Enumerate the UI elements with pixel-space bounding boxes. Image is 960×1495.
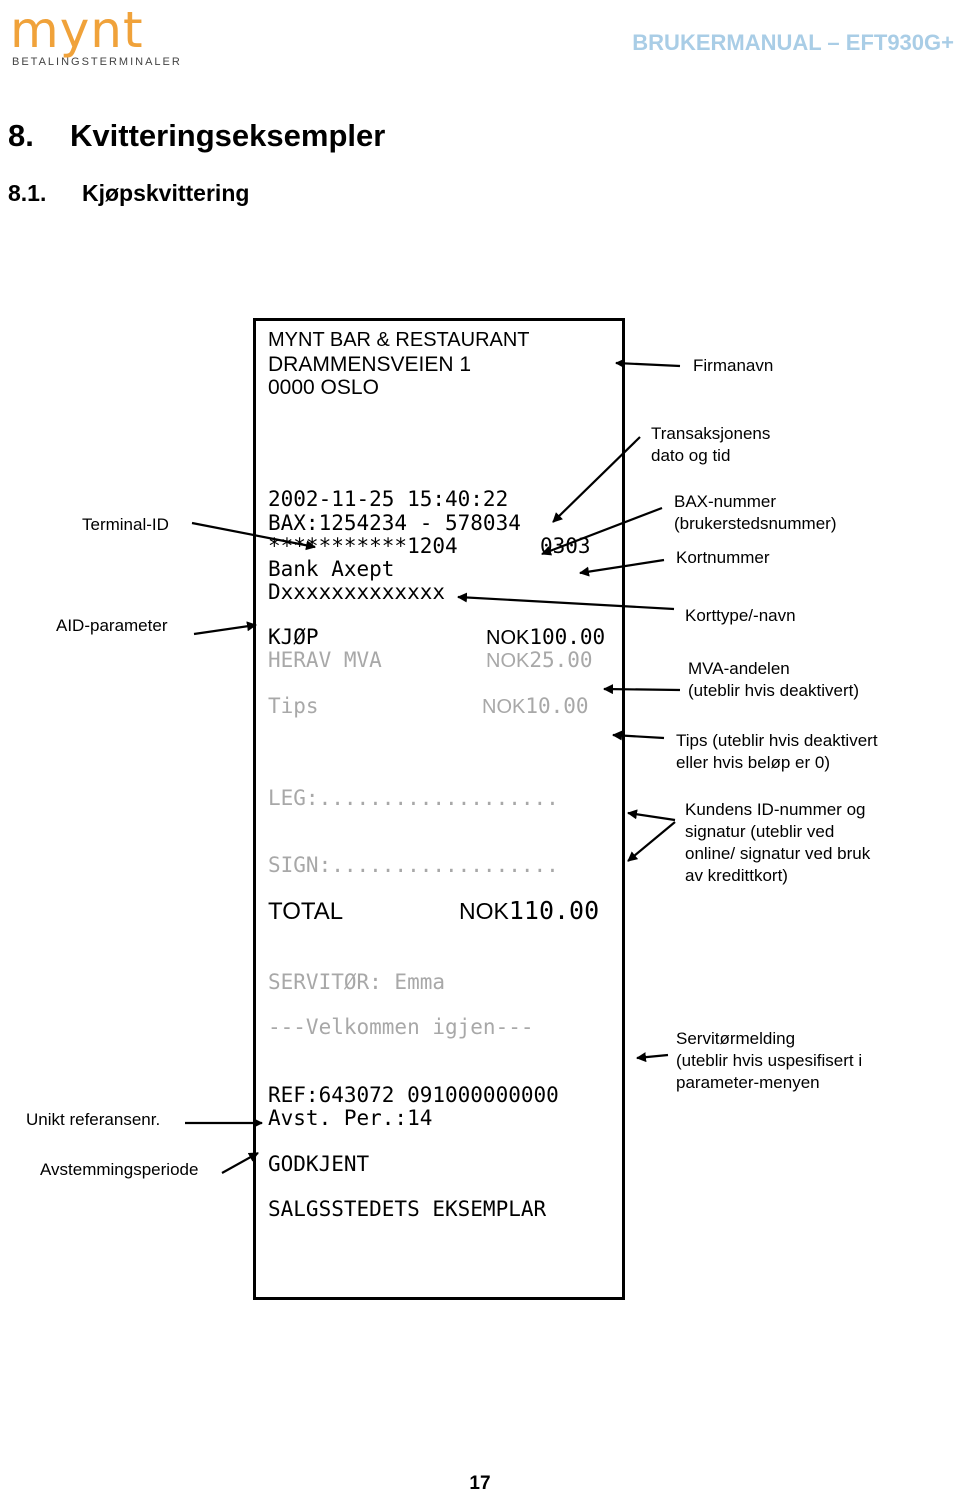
label-waiter-line-2: (uteblir hvis uspesifisert i [676, 1051, 863, 1070]
section-number: 8. [8, 118, 34, 153]
receipt-datetime: 2002-11-25 15:40:22 [268, 487, 509, 511]
arrow-company-name [615, 358, 681, 369]
tips-amount: 10.00 [525, 694, 589, 718]
subsection-title: Kjøpskvittering [82, 180, 250, 206]
arrow-customer-signature [627, 821, 676, 862]
label-datetime-line-2: dato og tid [651, 446, 731, 465]
label-waiter-message: Servitørmelding (uteblir hvis uspesifise… [676, 1028, 862, 1094]
arrow-customer-id [627, 809, 676, 822]
receipt-merchant-name: MYNT BAR & RESTAURANT [268, 329, 530, 351]
label-card-type: Korttype/-navn [685, 606, 796, 625]
receipt-waiter: SERVITØR: Emma [268, 970, 446, 994]
label-bax-line-1: BAX-nummer [674, 492, 777, 511]
receipt-card-number: ***********1204 [268, 534, 458, 558]
receipt-bax: BAX:1254234 - 578034 [268, 511, 521, 535]
label-company-name: Firmanavn [693, 356, 774, 375]
label-customer-line-2: signatur (uteblir ved [685, 822, 835, 841]
label-customer-id: Kundens ID-nummer og signatur (uteblir v… [685, 799, 870, 887]
label-vat-line-2: (uteblir hvis deaktivert) [688, 681, 860, 700]
logo-wordmark: mynt [10, 1, 144, 59]
receipt-card-type: Bank Axept [268, 557, 395, 581]
vat-currency: NOK [486, 650, 530, 672]
document-title: BRUKERMANUAL – EFT930G+ [632, 30, 954, 55]
label-reference-number: Unikt referansenr. [26, 1110, 161, 1129]
label-waiter-line-3: parameter-menyen [676, 1073, 820, 1092]
label-customer-line-1: Kundens ID-nummer og [685, 800, 866, 819]
subsection-number: 8.1. [8, 180, 47, 206]
logo-subtitle: BETALINGSTERMINALER [12, 56, 182, 68]
receipt-purchase-label: KJØP [268, 625, 319, 649]
receipt-period: Avst. Per.:14 [268, 1106, 433, 1130]
receipt-copy-type: SALGSSTEDETS EKSEMPLAR [268, 1197, 547, 1221]
section-title: Kvitteringseksempler [70, 118, 386, 153]
label-vat-line-1: MVA-andelen [688, 659, 790, 678]
receipt-vat-label: HERAV MVA [268, 648, 382, 672]
receipt-purchase-value: NOK100.00 [486, 625, 605, 650]
receipt-aid: Dxxxxxxxxxxxxx [268, 580, 446, 604]
purchase-currency: NOK [486, 627, 530, 649]
receipt-reference: REF:643072 091000000000 [268, 1083, 559, 1107]
receipt-tips-value: NOK10.00 [482, 694, 589, 719]
label-vat: MVA-andelen (uteblir hvis deaktivert) [688, 658, 859, 702]
receipt-address-1: DRAMMENSVEIEN 1 [268, 353, 472, 376]
page-number: 17 [469, 1473, 491, 1494]
mynt-logo: mynt BETALINGSTERMINALER [10, 1, 180, 68]
receipt [253, 318, 625, 1300]
label-bax: BAX-nummer (brukerstedsnummer) [674, 491, 837, 535]
section-heading: 8. Kvitteringseksempler [8, 118, 385, 154]
label-customer-line-3: online/ signatur ved bruk [685, 844, 871, 863]
receipt-approved: GODKJENT [268, 1152, 370, 1176]
total-currency: NOK [459, 898, 509, 924]
arrow-waiter-message [636, 1052, 669, 1063]
label-customer-line-4: av kredittkort) [685, 866, 788, 885]
receipt-total-value: NOK110.00 [459, 896, 599, 925]
label-datetime-line-1: Transaksjonens [651, 424, 771, 443]
label-waiter-line-1: Servitørmelding [676, 1029, 796, 1048]
receipt-card-extra: 0303 [540, 534, 591, 558]
label-tips: Tips (uteblir hvis deaktivert eller hvis… [676, 730, 878, 774]
tips-currency: NOK [482, 696, 526, 718]
label-tips-line-2: eller hvis beløp er 0) [676, 753, 831, 772]
subsection-heading: 8.1. Kjøpskvittering [8, 180, 249, 207]
receipt-address-2: 0000 OSLO [268, 376, 379, 399]
receipt-tips-label: Tips [268, 694, 319, 718]
receipt-sign-line: SIGN:.................. [268, 853, 559, 877]
label-aid-parameter: AID-parameter [56, 616, 168, 635]
arrow-aid-parameter [193, 621, 257, 636]
purchase-amount: 100.00 [529, 625, 606, 649]
label-reconciliation-period: Avstemmingsperiode [40, 1160, 199, 1179]
receipt-total-label: TOTAL [268, 898, 344, 925]
receipt-id-line: LEG:................... [268, 786, 559, 810]
label-terminal-id: Terminal-ID [82, 515, 169, 534]
label-bax-line-2: (brukerstedsnummer) [674, 514, 837, 533]
label-tips-line-1: Tips (uteblir hvis deaktivert [676, 731, 878, 750]
receipt-vat-value: NOK25.00 [486, 648, 593, 673]
label-datetime: Transaksjonens dato og tid [651, 423, 770, 467]
receipt-welcome: ---Velkommen igjen--- [268, 1015, 534, 1039]
label-card-number: Kortnummer [676, 548, 770, 567]
total-amount: 110.00 [508, 896, 600, 925]
vat-amount: 25.00 [529, 648, 593, 672]
